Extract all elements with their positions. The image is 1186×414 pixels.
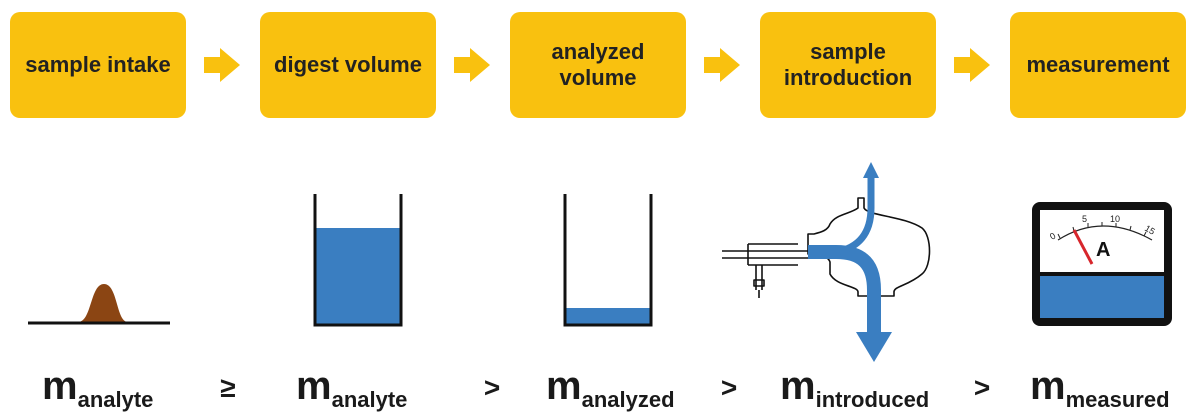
digest-beaker-icon — [313, 194, 403, 327]
formula-symbol: m — [42, 364, 78, 408]
step-sample-introduction: sample introduction — [760, 12, 936, 118]
formula-m-measured: mmeasured — [1030, 364, 1170, 411]
scale-label: 5 — [1082, 214, 1087, 224]
formula-symbol: m — [546, 364, 582, 408]
step-measurement: measurement — [1010, 12, 1186, 118]
arrow-right-icon — [954, 48, 990, 82]
scale-label: 15 — [1143, 223, 1157, 237]
formula-subscript: introduced — [815, 387, 930, 412]
formula-m-introduced: mintroduced — [780, 364, 929, 411]
formula-subscript: analyzed — [581, 387, 675, 412]
formula-subscript: analyte — [77, 387, 154, 412]
step-sample-intake: sample intake — [10, 12, 186, 118]
arrow-right-icon — [204, 48, 240, 82]
relation-symbol: > — [483, 372, 501, 403]
analyzed-beaker-icon — [563, 194, 653, 327]
step-label: analyzed volume — [551, 39, 645, 90]
arrow-right-icon — [454, 48, 490, 82]
formula-m-analyzed: manalyzed — [546, 364, 675, 411]
formula-subscript: measured — [1065, 387, 1170, 412]
arrow-right-icon — [704, 48, 740, 82]
step-label: measurement — [1026, 52, 1170, 77]
nebulizer-spray-chamber-icon — [722, 162, 931, 362]
relation-symbol: > — [720, 372, 738, 403]
formula-m-analyte: manalyte — [42, 364, 153, 411]
meter-unit: A — [1096, 239, 1110, 261]
step-label: digest volume — [274, 52, 422, 77]
formula-symbol: m — [296, 364, 332, 408]
step-label: sample introduction — [783, 39, 913, 90]
formula-symbol: m — [1030, 364, 1066, 408]
step-label: sample intake — [25, 52, 171, 77]
relation-symbol: > — [973, 372, 991, 403]
formula-m-analyte: manalyte — [296, 364, 407, 411]
step-digest-volume: digest volume — [260, 12, 436, 118]
step-analyzed-volume: analyzed volume — [510, 12, 686, 118]
sample-heap-icon — [28, 284, 170, 325]
formula-symbol: m — [780, 364, 816, 408]
ammeter-icon: 0 5 10 15 A — [1032, 202, 1172, 326]
scale-label: 0 — [1048, 231, 1057, 242]
formula-subscript: analyte — [331, 387, 408, 412]
relation-symbol: ≥ — [220, 372, 236, 403]
scale-label: 10 — [1110, 214, 1120, 224]
